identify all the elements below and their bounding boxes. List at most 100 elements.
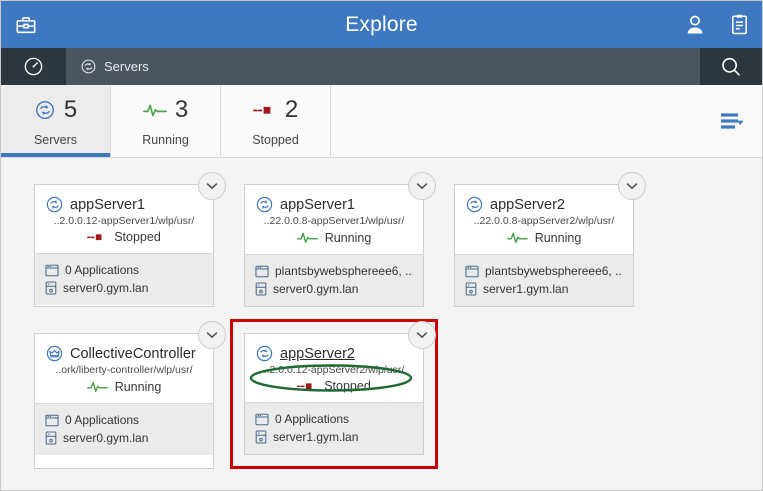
applications-icon [465,265,479,278]
card-body: appServer2 ..22.0.0.8-appServer2/wlp/usr… [455,185,633,254]
stat-tab-stopped[interactable]: 2 Stopped [221,85,331,157]
card-title[interactable]: appServer2 [280,345,355,362]
card-footer: plantsbywebsphereee6, ... server1.gym.la… [455,254,633,306]
card-title[interactable]: appServer2 [490,196,565,213]
card-applications-row[interactable]: 0 Applications [255,410,413,428]
stat-stopped-count: 2 [284,96,299,123]
card-host-row[interactable]: server0.gym.lan [45,429,203,447]
pulse-running-icon [506,230,528,245]
flatline-stopped-icon [252,103,277,117]
annotation-highlight-box: appServer2 ..2.0.0.12-appServer2/wlp/usr… [230,319,438,469]
dashboard-gauge-icon[interactable] [1,48,66,85]
server-card-grid: appServer1 ..2.0.0.12-appServer1/wlp/usr… [1,158,762,469]
card-path: ..2.0.0.12-appServer1/wlp/usr/ [53,215,195,227]
card-status: Running [255,230,413,245]
stat-servers-label: Servers [33,133,78,147]
card-title[interactable]: CollectiveController [70,345,196,362]
card-title[interactable]: appServer1 [280,196,355,213]
server-card[interactable]: appServer1 ..2.0.0.12-appServer1/wlp/usr… [34,172,226,307]
card-body: CollectiveController ..ork/liberty-contr… [35,334,213,403]
server-card[interactable]: appServer2 ..22.0.0.8-appServer2/wlp/usr… [454,172,646,307]
stat-stopped-top: 2 [252,95,299,125]
card-applications-label: 0 Applications [65,413,140,427]
crown-controller-icon [45,344,64,363]
host-icon [465,282,477,296]
card-host-label: server0.gym.lan [273,282,359,296]
applications-icon [45,414,59,427]
toolbox-icon[interactable] [11,10,41,40]
card-status: Stopped [45,230,203,244]
search-icon[interactable] [700,48,762,85]
card-status: Running [45,379,203,394]
card-applications-label: plantsbywebsphereee6, ... [485,264,623,278]
card-title-row: CollectiveController [45,344,203,363]
breadcrumb-toolbar: Servers [1,48,762,85]
card-body: appServer1 ..22.0.0.8-appServer1/wlp/usr… [245,185,423,254]
host-icon [255,430,267,444]
card-applications-row[interactable]: plantsbywebsphereee6, ... [465,262,623,280]
server-card[interactable]: CollectiveController ..ork/liberty-contr… [34,321,226,469]
breadcrumb-item-servers[interactable]: Servers [66,48,163,85]
server-ring-icon [465,195,484,214]
server-card[interactable]: appServer2 ..2.0.0.12-appServer2/wlp/usr… [244,321,436,455]
stat-servers-count: 5 [63,96,78,123]
chevron-down-icon[interactable] [408,321,436,349]
applications-icon [255,265,269,278]
card-host-row[interactable]: server1.gym.lan [255,428,413,446]
user-account-icon[interactable] [680,10,710,40]
host-icon [45,281,57,295]
card-title-row: appServer1 [45,195,203,214]
card-title-row: appServer1 [255,195,413,214]
pulse-running-icon [296,230,318,245]
card-path: ..2.0.0.12-appServer2/wlp/usr/ [263,364,405,376]
host-icon [45,431,57,445]
card-applications-row[interactable]: 0 Applications [45,411,203,429]
breadcrumb-label: Servers [104,59,149,74]
chevron-down-icon[interactable] [198,172,226,200]
chevron-down-icon[interactable] [618,172,646,200]
stat-stopped-label: Stopped [252,133,299,147]
card-status-label: Stopped [324,379,371,393]
card-status: Stopped [255,379,413,393]
card-host-label: server1.gym.lan [273,430,359,444]
applications-icon [255,413,269,426]
flatline-stopped-icon [87,231,107,243]
card-host-label: server0.gym.lan [63,431,149,445]
card-host-row[interactable]: server0.gym.lan [45,279,203,297]
list-filter-dropdown-icon[interactable] [720,111,744,131]
stats-bar-filler [331,85,762,157]
card-row-1: appServer1 ..2.0.0.12-appServer1/wlp/usr… [34,172,762,307]
clipboard-icon[interactable] [724,10,754,40]
card-host-row[interactable]: server1.gym.lan [465,280,623,298]
header-actions [680,1,754,48]
card-status: Running [465,230,623,245]
card-applications-row[interactable]: plantsbywebsphereee6, ... [255,262,413,280]
server-ring-icon [45,195,64,214]
card-status-label: Running [114,379,162,394]
chevron-down-icon[interactable] [408,172,436,200]
server-ring-icon [255,344,274,363]
card-footer: 0 Applications server0.gym.lan [35,403,213,455]
server-card[interactable]: appServer1 ..22.0.0.8-appServer1/wlp/usr… [244,172,436,307]
server-ring-icon [80,58,97,75]
card-host-label: server0.gym.lan [63,281,149,295]
chevron-down-icon[interactable] [198,321,226,349]
stat-tab-servers[interactable]: 5 Servers [1,85,111,157]
card-path: ..22.0.0.8-appServer2/wlp/usr/ [473,215,615,227]
card-title-row: appServer2 [465,195,623,214]
pulse-running-icon [142,101,167,119]
card-applications-label: 0 Applications [275,412,350,426]
card-applications-row[interactable]: 0 Applications [45,261,203,279]
card-title[interactable]: appServer1 [70,196,145,213]
flatline-stopped-icon [297,380,317,392]
card-host-label: server1.gym.lan [483,282,569,296]
stat-tab-running[interactable]: 3 Running [111,85,221,157]
card-status-label: Stopped [114,230,161,244]
app-header: Explore [1,1,762,48]
card-path: ..ork/liberty-controller/wlp/usr/ [55,364,193,376]
card-body: appServer1 ..2.0.0.12-appServer1/wlp/usr… [35,185,213,253]
card-footer: plantsbywebsphereee6, ... server0.gym.la… [245,254,423,306]
card-host-row[interactable]: server0.gym.lan [255,280,413,298]
stat-running-count: 3 [174,96,189,123]
